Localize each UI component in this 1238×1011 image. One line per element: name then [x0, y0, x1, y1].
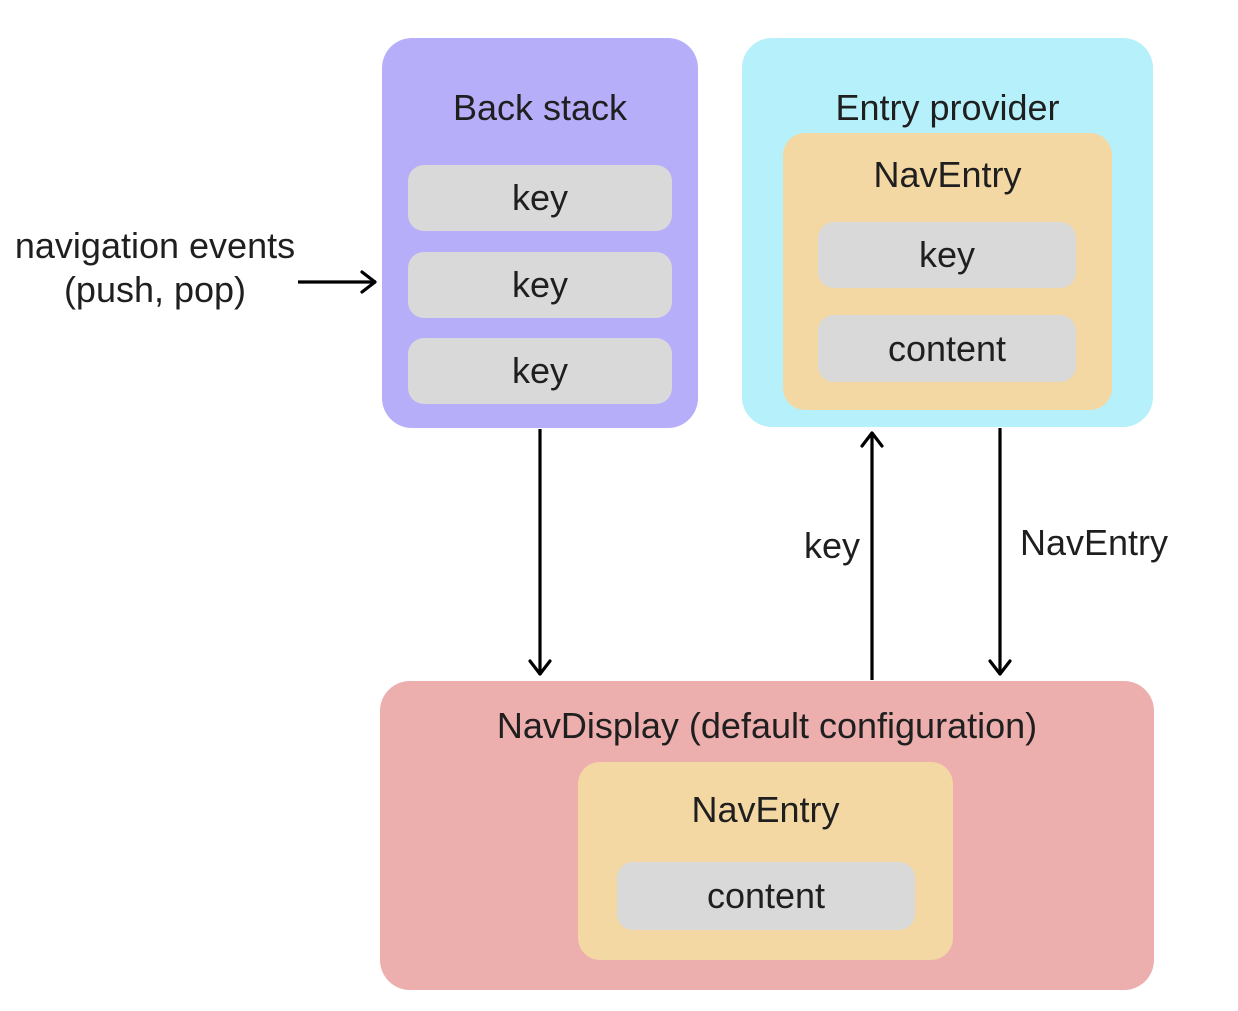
- entry-provider-content-pill: content: [818, 315, 1076, 382]
- entry-provider-nav-entry-box: NavEntry key content: [783, 133, 1112, 410]
- navigation-events-annotation: navigation events (push, pop): [5, 224, 305, 312]
- navigation-events-line1: navigation events: [14, 225, 296, 266]
- entry-provider-box: Entry provider NavEntry key content: [742, 38, 1153, 427]
- entry-provider-key-pill: key: [818, 222, 1076, 288]
- nav-display-content-pill: content: [617, 862, 915, 930]
- back-stack-key-3: key: [408, 338, 672, 404]
- nav-display-nav-entry-title: NavEntry: [691, 789, 840, 830]
- navigation-events-line2: (push, pop): [63, 269, 247, 310]
- nav-entry-arrow-label: NavEntry: [1020, 522, 1169, 563]
- key-arrow-label: key: [803, 525, 860, 566]
- nav-display-box: NavDisplay (default configuration) NavEn…: [380, 681, 1154, 990]
- back-stack-box: Back stack key key key: [382, 38, 698, 428]
- entry-provider-nav-entry-title: NavEntry: [873, 154, 1022, 195]
- entry-provider-title: Entry provider: [835, 87, 1060, 128]
- nav-display-title: NavDisplay (default configuration): [496, 705, 1038, 746]
- back-stack-title: Back stack: [452, 87, 628, 128]
- nav-display-nav-entry-box: NavEntry content: [578, 762, 953, 960]
- back-stack-key-2: key: [408, 252, 672, 318]
- back-stack-key-1: key: [408, 165, 672, 231]
